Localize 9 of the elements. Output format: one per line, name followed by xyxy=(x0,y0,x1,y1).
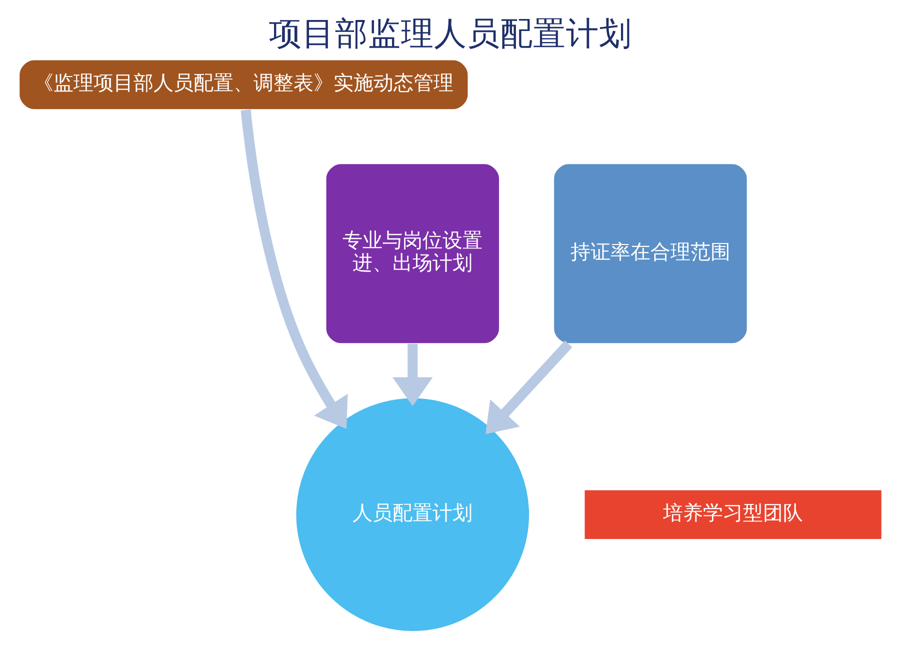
node-box: 《监理项目部人员配置、调整表》实施动态管理 xyxy=(18,59,468,110)
arrow xyxy=(240,109,348,429)
arrow xyxy=(485,340,572,434)
arrow xyxy=(392,344,432,406)
diagram-title: 项目部监理人员配置计划 xyxy=(268,14,632,52)
node-box: 持证率在合理范围 xyxy=(552,162,748,344)
node-circle: 人员配置计划 xyxy=(294,396,530,632)
node-box: 专业与岗位设置 进、出场计划 xyxy=(324,162,500,344)
node-box: 培养学习型团队 xyxy=(582,488,882,540)
